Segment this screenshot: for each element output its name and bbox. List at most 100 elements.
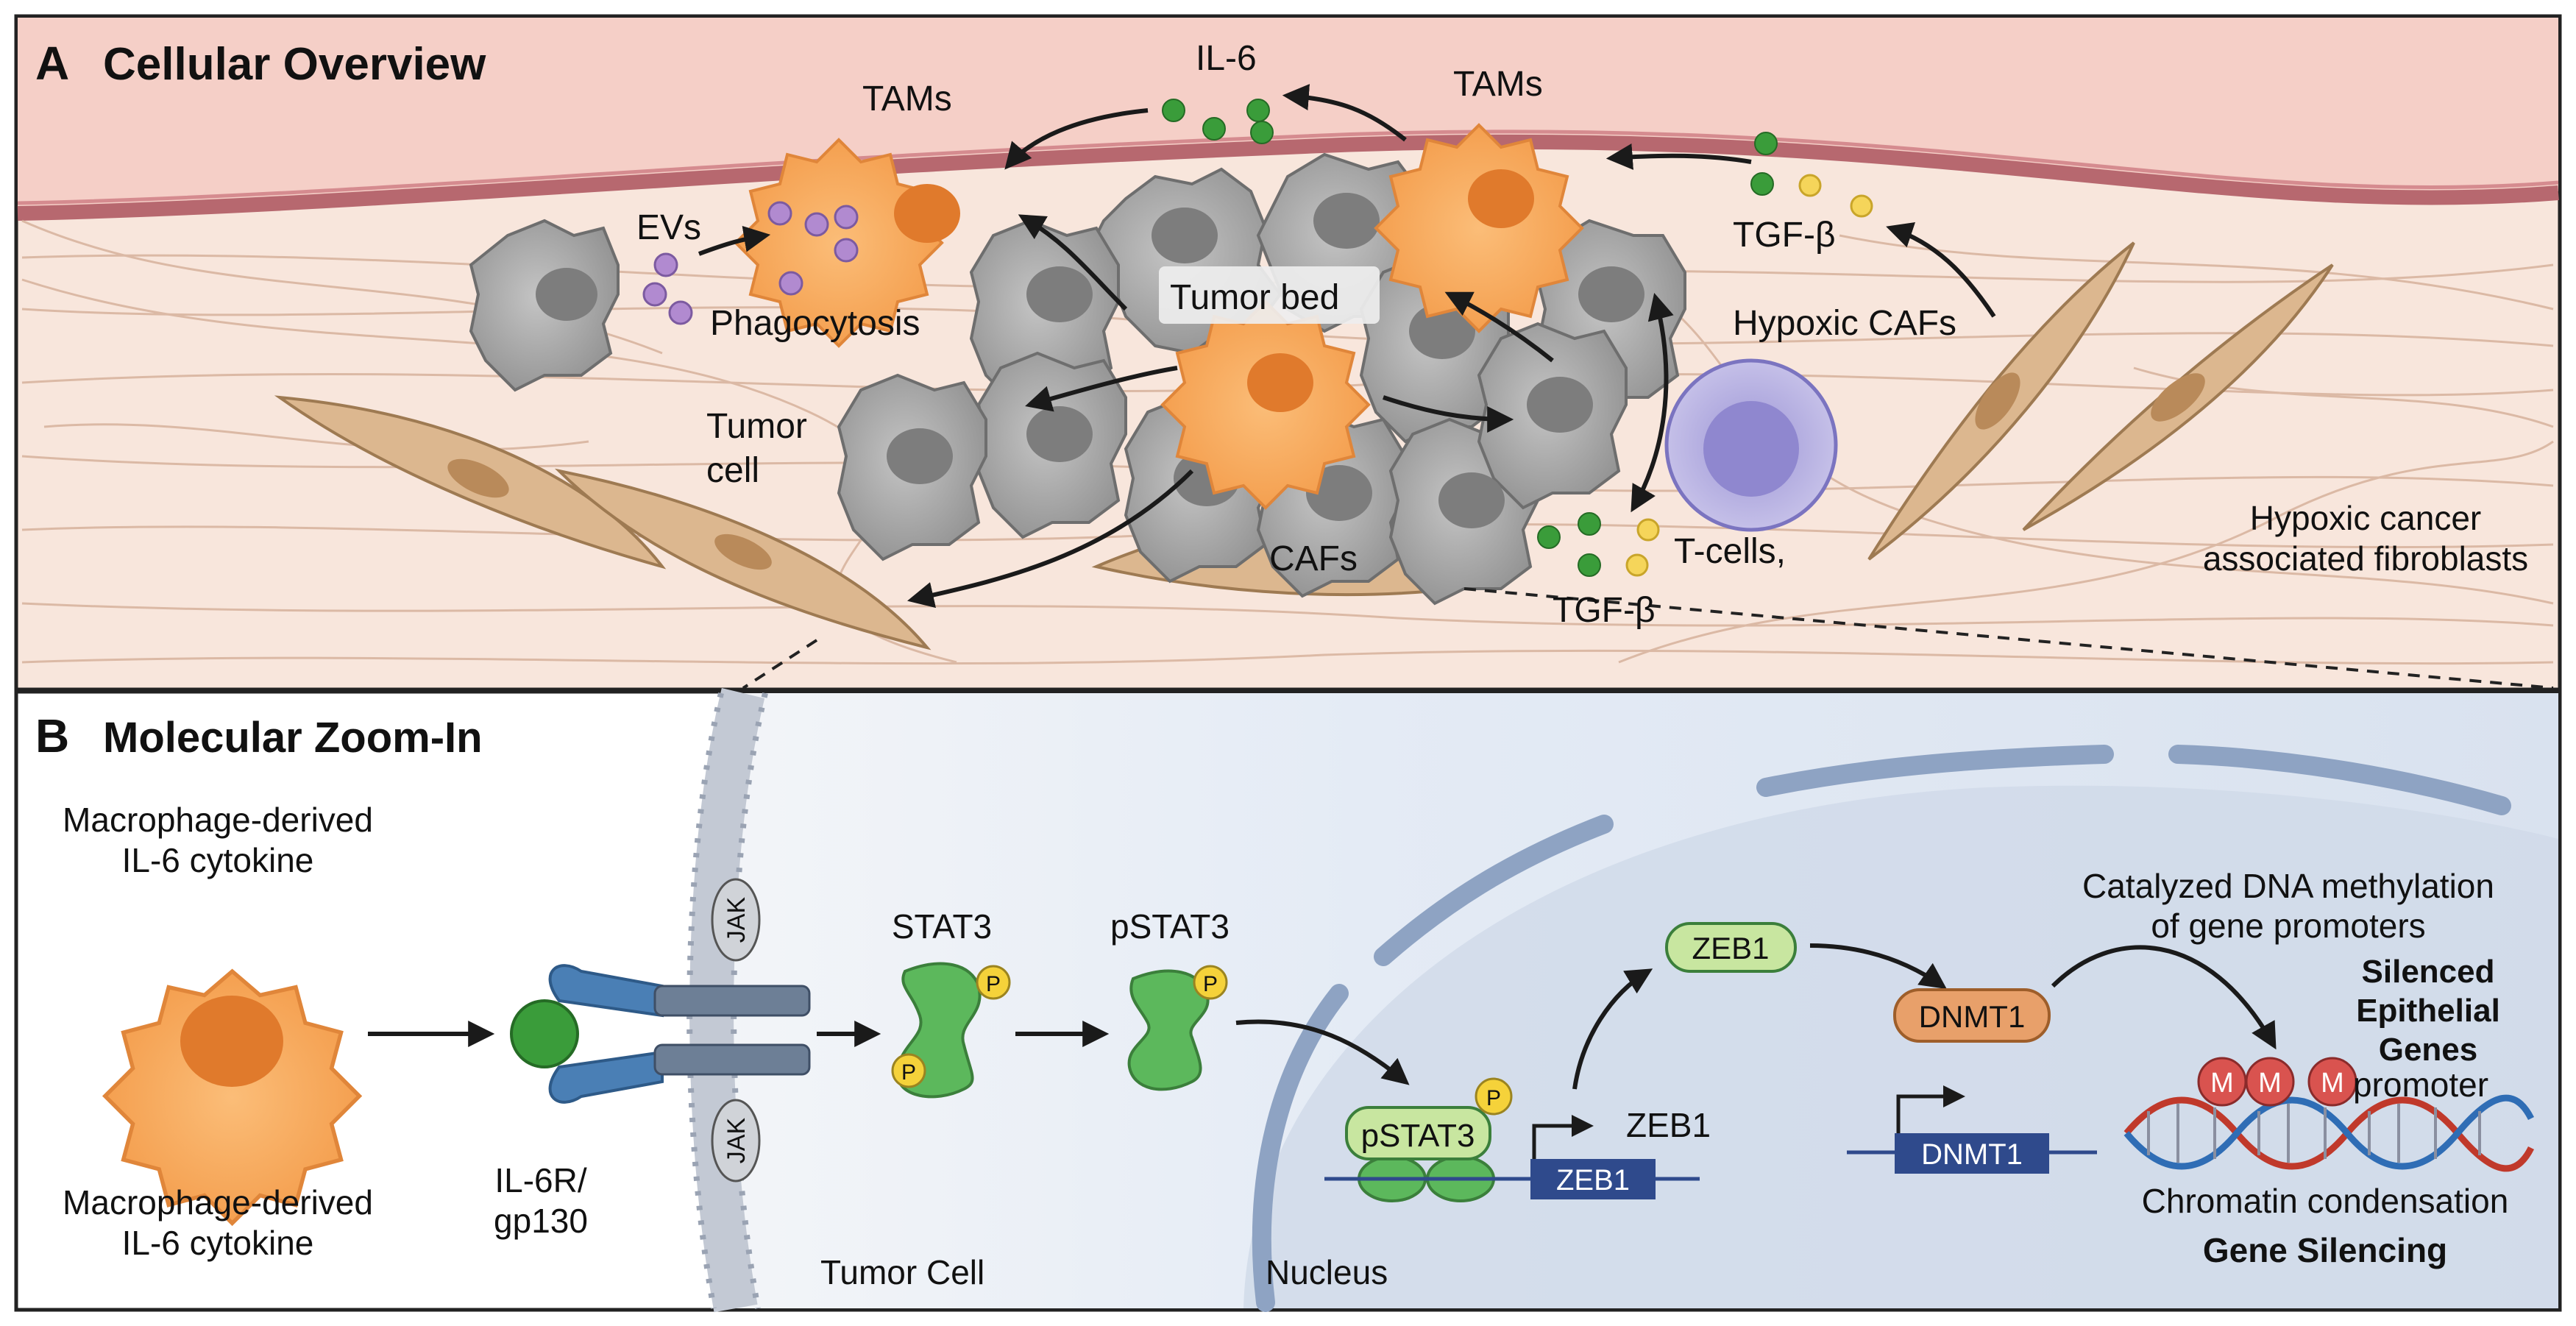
- dnmt1-gene-box: [1895, 1133, 2049, 1174]
- arrow-tam-right-to-il6: [1282, 84, 1407, 142]
- label-tumor-cell-2: cell: [706, 451, 759, 490]
- zoom-line-left: [742, 639, 818, 689]
- methyl-label: M: [2321, 1068, 2344, 1099]
- label-cafs: CAFs: [1269, 539, 1358, 578]
- jak-bottom: JAK: [711, 1099, 761, 1183]
- arrow-pstat3-to-zeb1: [1572, 968, 1653, 1090]
- arrow-bed-to-tumor-cell: [1025, 366, 1178, 412]
- zeb1-promoter-arrow: [1532, 1115, 1594, 1159]
- stat3-protein: P P: [891, 962, 1011, 1099]
- arrow-tgfb-to-tam-right: [1605, 143, 1752, 170]
- caf-cell-right-1: [1867, 241, 2135, 561]
- il6-dots: [1162, 99, 1778, 577]
- label-evs: EVs: [636, 208, 701, 247]
- label-tgfb-top: TGF-β: [1733, 216, 1836, 255]
- methyl-label: M: [2210, 1068, 2234, 1099]
- arrow-tcell-bidirectional: [1631, 293, 1674, 513]
- panel-a-letter: A: [35, 37, 69, 90]
- label-macro-bottom-1: Macrophage-derived: [63, 1183, 373, 1222]
- zoom-line-right: [1463, 587, 2554, 689]
- label-silenced-3: Genes: [2379, 1032, 2478, 1068]
- label-zeb1-gene: ZEB1: [1626, 1106, 1711, 1144]
- label-tumor-bed: Tumor bed: [1170, 278, 1339, 317]
- phospho-label: P: [986, 972, 1001, 996]
- label-zeb1-protein: ZEB1: [1692, 931, 1769, 965]
- label-stat3: STAT3: [892, 907, 992, 946]
- label-il6: IL-6: [1196, 39, 1257, 78]
- label-tcells: T-cells,: [1674, 532, 1786, 571]
- label-macro-top-1: Macrophage-derived: [63, 801, 373, 839]
- arrow-bed-to-caf-left: [906, 469, 1194, 609]
- label-tumor-cell: Tumor Cell: [820, 1253, 984, 1291]
- panel-b-letter: B: [35, 709, 69, 762]
- basement-membrane: [17, 134, 2559, 221]
- dna-helix: M M M: [2123, 1057, 2535, 1172]
- methyl-label: M: [2258, 1068, 2282, 1099]
- jak-top: JAK: [711, 878, 761, 962]
- svg-text:JAK: JAK: [723, 897, 751, 943]
- svg-text:JAK: JAK: [723, 1118, 751, 1164]
- zeb1-gene-box-label: ZEB1: [1556, 1164, 1630, 1196]
- label-tams-left: TAMs: [862, 79, 952, 118]
- caf-cell-right-2: [2022, 263, 2334, 531]
- dnmt1-gene-box-label: DNMT1: [1921, 1138, 2023, 1171]
- label-gene-silencing: Gene Silencing: [2203, 1231, 2447, 1269]
- tumor-bed-label-box: [1159, 266, 1380, 324]
- label-chromatin: Chromatin condensation: [2142, 1182, 2509, 1220]
- cell-membrane: [686, 687, 768, 1313]
- label-catalyzed-2: of gene promoters: [2151, 907, 2425, 945]
- extracellular-vesicles: [642, 201, 859, 325]
- label-receptor-1: IL-6R/: [494, 1161, 586, 1199]
- methyl-mark: [2245, 1057, 2295, 1107]
- tam-center: [1160, 299, 1371, 510]
- arrow-dnmt1-to-dna: [2051, 945, 2277, 1050]
- arrow-bed-to-tam-left: [1018, 214, 1128, 311]
- arrow-evs-to-tam: [698, 225, 771, 256]
- tam-right: [1374, 123, 1584, 333]
- il6-receptor: [510, 964, 811, 1104]
- label-dnmt1-protein: DNMT1: [1919, 999, 2026, 1034]
- dnmt1-protein: [1893, 988, 2051, 1043]
- label-pstat3-nuclear: pSTAT3: [1361, 1118, 1475, 1154]
- label-promoter: promoter: [2353, 1066, 2488, 1104]
- arrow-right-to-tam-right: [1444, 291, 1554, 363]
- label-receptor-2: gp130: [494, 1202, 588, 1240]
- label-silenced-2: Epithelial: [2356, 993, 2500, 1029]
- phospho-label: P: [1486, 1086, 1501, 1110]
- arrow-bed-to-right: [1383, 395, 1514, 433]
- label-tgfb-bottom: TGF-β: [1553, 591, 1656, 630]
- arrow-il6-to-tam-left: [1004, 108, 1149, 170]
- caf-cell-left-2: [554, 468, 932, 650]
- panel-b-title: Molecular Zoom-In: [103, 714, 483, 762]
- label-macro-bottom-2: IL-6 cytokine: [122, 1224, 314, 1262]
- label-nucleus: Nucleus: [1266, 1253, 1388, 1291]
- zeb1-gene-box: [1530, 1159, 1656, 1199]
- label-catalyzed-1: Catalyzed DNA methylation: [2082, 867, 2494, 905]
- phospho-label: P: [901, 1060, 916, 1085]
- label-tumor-cell-1: Tumor: [706, 407, 807, 446]
- arrow-pstat3-to-nucleus: [1235, 1019, 1410, 1085]
- label-tams-right: TAMs: [1453, 65, 1543, 104]
- tumor-nuclei: [536, 193, 1644, 528]
- zeb1-protein: [1665, 922, 1797, 973]
- panel-a-arrows: [698, 84, 1996, 609]
- panel-b: B Molecular Zoom-In Macrophage-derived I…: [14, 687, 2562, 1313]
- macrophage: [102, 968, 363, 1227]
- arrow-zeb1-to-dnmt1: [1809, 943, 1947, 990]
- pstat3-protein: P: [1127, 965, 1228, 1091]
- label-hypoxic-cafs: Hypoxic CAFs: [1733, 304, 1956, 343]
- label-hypoxic-fibro-2: associated fibroblasts: [2203, 539, 2528, 578]
- label-hypoxic-fibro-1: Hypoxic cancer: [2250, 499, 2481, 537]
- label-silenced-1: Silenced: [2362, 954, 2495, 990]
- methyl-mark: [2307, 1057, 2357, 1107]
- caf-cell-left-1: [274, 395, 667, 570]
- panel-b-arrows: [368, 943, 2277, 1090]
- phospho-label: P: [1203, 972, 1218, 996]
- epithelial-layer: [18, 18, 2558, 213]
- arrow-cafs-to-tgfb: [1886, 222, 1996, 318]
- label-pstat3: pSTAT3: [1110, 907, 1230, 946]
- panel-a: A Cellular Overview: [14, 14, 2562, 692]
- panel-a-title: Cellular Overview: [103, 39, 486, 90]
- label-phagocytosis: Phagocytosis: [710, 304, 920, 343]
